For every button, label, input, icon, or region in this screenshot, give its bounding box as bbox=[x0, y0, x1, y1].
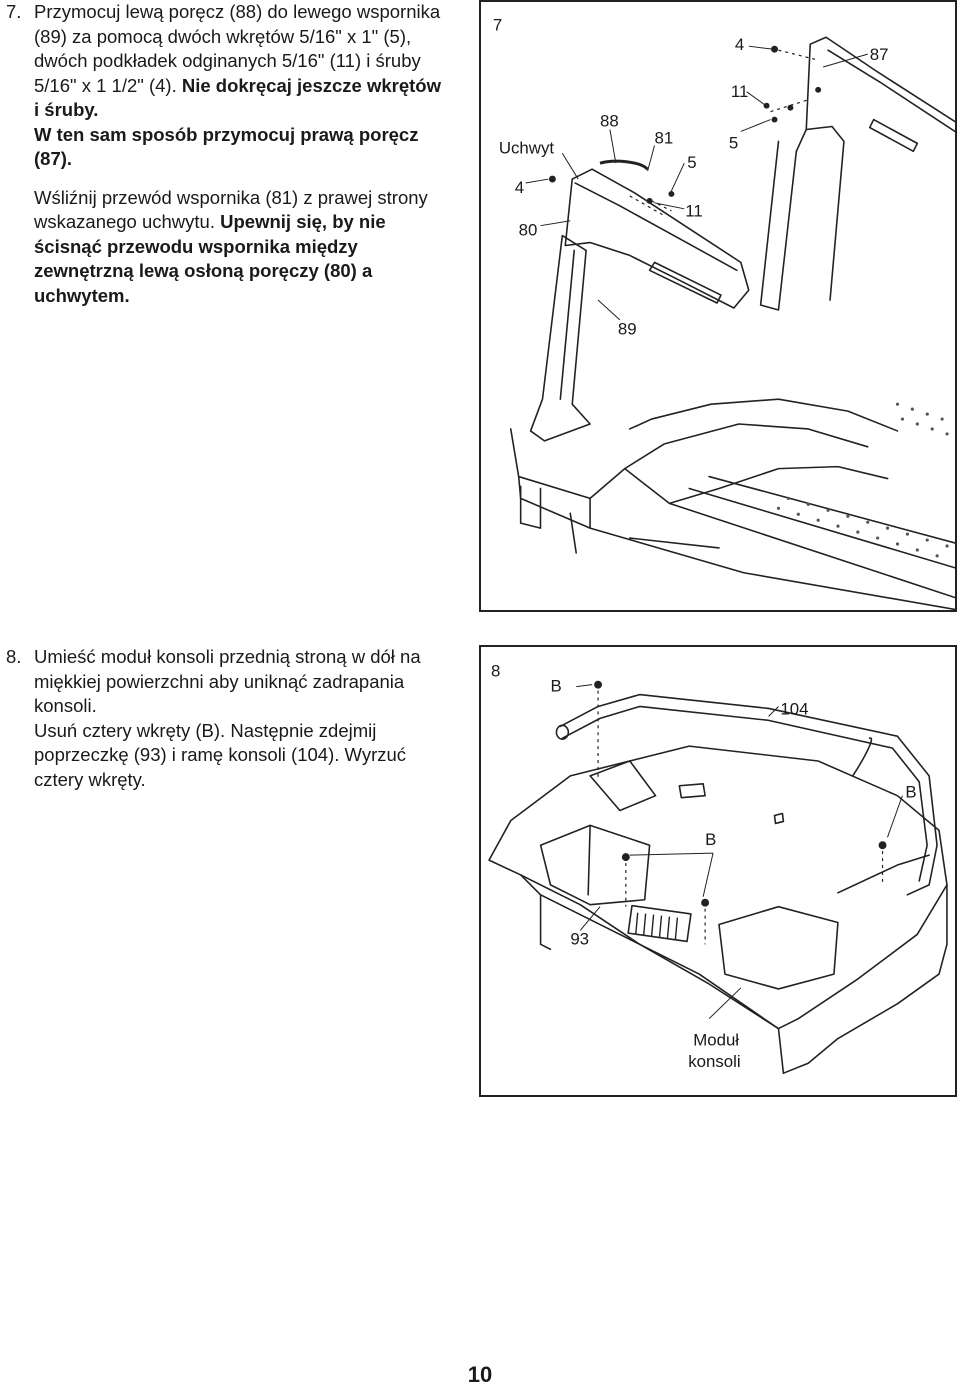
figure-8-console-module: 8 B 104 B B 93 Moduł konsoli bbox=[479, 645, 957, 1097]
label-b-top: B bbox=[550, 677, 561, 696]
right-upright-shape bbox=[759, 140, 798, 311]
label-88: 88 bbox=[600, 112, 619, 131]
bolt-4-right-icon bbox=[771, 45, 778, 53]
figure-7-handrail-assembly: 7 Uchwyt 4 80 88 81 5 11 89 4 87 11 5 bbox=[479, 0, 957, 612]
page-number: 10 bbox=[467, 1362, 493, 1387]
step-7-paragraph-2: W ten sam sposób przymocuj prawą poręcz … bbox=[34, 123, 419, 170]
label-4-left: 4 bbox=[515, 178, 524, 197]
label-modul-line-2: konsoli bbox=[688, 1052, 740, 1071]
step-7-number: 7. bbox=[6, 1, 22, 22]
label-b-mid: B bbox=[705, 830, 716, 849]
label-104: 104 bbox=[780, 699, 808, 718]
screw-b-right-icon bbox=[878, 841, 887, 850]
step-8-instructions: 8. Umieść moduł konsoli przednią stroną … bbox=[6, 645, 446, 792]
console-body-shape bbox=[488, 745, 948, 1030]
label-uchwyt: Uchwyt bbox=[499, 138, 555, 157]
label-11-mid: 11 bbox=[685, 202, 703, 221]
label-5-right: 5 bbox=[729, 133, 738, 152]
screw-b-top-icon bbox=[594, 680, 603, 689]
label-modul-line-1: Moduł bbox=[693, 1030, 739, 1049]
label-80: 80 bbox=[519, 221, 538, 240]
left-handrail-shape bbox=[564, 168, 750, 309]
washer-11-right-icon bbox=[763, 102, 770, 109]
left-upright-shape bbox=[529, 234, 591, 442]
screw-b-center-icon bbox=[701, 898, 710, 907]
right-handrail-shape bbox=[805, 36, 955, 131]
label-89: 89 bbox=[618, 320, 637, 339]
bolt-4-left-icon bbox=[548, 175, 556, 183]
step-7-paragraph-1: Przymocuj lewą poręcz (88) do lewego wsp… bbox=[34, 0, 446, 123]
label-11-right: 11 bbox=[731, 82, 749, 101]
step-7-p3-warning: Upewnij się, by nie ścisnąć przewodu wsp… bbox=[34, 211, 386, 306]
step-7-paragraph-3: Wśliźnij przewód wspornika (81) z prawej… bbox=[34, 186, 446, 309]
screw-5-right-icon bbox=[771, 116, 778, 123]
label-b-right: B bbox=[905, 783, 916, 802]
upright-wire bbox=[599, 159, 649, 171]
label-93: 93 bbox=[570, 929, 589, 948]
screw-5-icon bbox=[668, 190, 675, 197]
step-8-paragraph-1: Umieść moduł konsoli przednią stroną w d… bbox=[34, 646, 421, 716]
label-81: 81 bbox=[655, 128, 674, 147]
figure-7-drawing: 7 Uchwyt 4 80 88 81 5 11 89 4 87 11 5 bbox=[493, 15, 955, 610]
washer-11-icon bbox=[646, 197, 653, 204]
figure-8-drawing: 8 B 104 B B 93 Moduł konsoli bbox=[488, 662, 948, 1074]
step-7-instructions: 7. Przymocuj lewą poręcz (88) do lewego … bbox=[6, 0, 446, 308]
base-frame-shape bbox=[509, 423, 869, 500]
step-7-p1-warning: Nie dokręcaj jeszcze wkrętów i śruby. bbox=[34, 74, 441, 121]
step-7-p1-text: Przymocuj lewą poręcz (88) do lewego wsp… bbox=[34, 1, 441, 96]
step-7-p3-text: Wśliźnij przewód wspornika (81) z prawej… bbox=[34, 186, 428, 233]
vent-grille-shape bbox=[627, 904, 692, 943]
step-8-number: 8. bbox=[6, 646, 22, 667]
console-frame-104-shape bbox=[559, 693, 938, 896]
label-4-right: 4 bbox=[735, 35, 744, 54]
figure-7-step-label: 7 bbox=[493, 15, 502, 34]
label-87: 87 bbox=[870, 45, 889, 64]
step-8-paragraph-2: Usuń cztery wkręty (B). Następnie zdejmi… bbox=[34, 719, 407, 790]
console-wire bbox=[852, 737, 873, 777]
screw-b-left-icon bbox=[621, 853, 630, 862]
figure-8-step-label: 8 bbox=[491, 662, 500, 681]
label-5-mid: 5 bbox=[687, 153, 696, 172]
